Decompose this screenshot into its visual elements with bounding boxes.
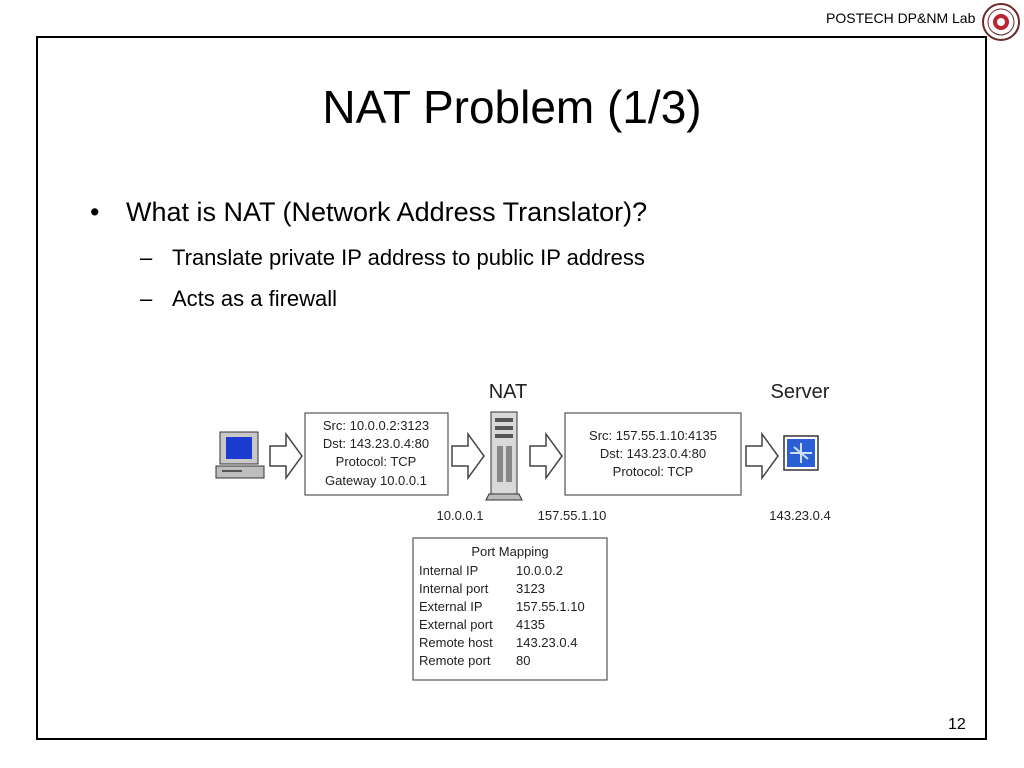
university-seal-icon xyxy=(982,3,1020,41)
nat-label: NAT xyxy=(489,381,528,403)
lab-name: POSTECH DP&NM Lab xyxy=(826,10,976,26)
packet-in-line: Protocol: TCP xyxy=(336,454,417,469)
sub-bullet-text: Acts as a firewall xyxy=(172,286,338,311)
port-mapping-key: External port xyxy=(419,617,493,632)
packet-in-line: Gateway 10.0.0.1 xyxy=(325,473,427,488)
packet-out-line: Src: 157.55.1.10:4135 xyxy=(589,428,717,443)
arrow-icon xyxy=(745,431,779,481)
sub-bullet-text: Translate private IP address to public I… xyxy=(172,245,645,270)
bullet-dot: • xyxy=(90,197,100,227)
port-mapping-value: 157.55.1.10 xyxy=(516,599,585,614)
packet-out-line: Protocol: TCP xyxy=(613,464,694,479)
port-mapping-box xyxy=(412,537,608,681)
server-address: 143.23.0.4 xyxy=(769,508,830,523)
sub-bullet-item: –Acts as a firewall xyxy=(140,286,337,312)
arrow-icon xyxy=(529,431,563,481)
server-icon xyxy=(783,435,819,471)
port-mapping-title: Port Mapping xyxy=(471,544,548,559)
bullet-text: What is NAT (Network Address Translator)… xyxy=(126,197,648,227)
port-mapping-key: External IP xyxy=(419,599,483,614)
external-address: 157.55.1.10 xyxy=(538,508,607,523)
packet-out-line: Dst: 143.23.0.4:80 xyxy=(600,446,706,461)
slide-frame xyxy=(36,36,987,740)
sub-bullet-item: –Translate private IP address to public … xyxy=(140,245,645,271)
port-mapping-value: 3123 xyxy=(516,581,545,596)
page-number: 12 xyxy=(948,716,966,733)
packet-in-line: Dst: 143.23.0.4:80 xyxy=(323,436,429,451)
internal-address: 10.0.0.1 xyxy=(437,508,484,523)
port-mapping-value: 10.0.0.2 xyxy=(516,563,563,578)
port-mapping-value: 143.23.0.4 xyxy=(516,635,577,650)
arrow-icon xyxy=(451,431,485,481)
port-mapping-value: 4135 xyxy=(516,617,545,632)
sub-bullet-dash: – xyxy=(140,286,153,311)
port-mapping-key: Internal IP xyxy=(419,563,478,578)
slide-title: NAT Problem (1/3) xyxy=(322,81,702,133)
computer-icon xyxy=(215,431,265,479)
nat-server-icon xyxy=(485,411,523,501)
server-label: Server xyxy=(771,381,830,403)
packet-in-line: Src: 10.0.0.2:3123 xyxy=(323,418,429,433)
port-mapping-value: 80 xyxy=(516,653,530,668)
sub-bullet-dash: – xyxy=(140,245,153,270)
bullet-item: • What is NAT (Network Address Translator… xyxy=(90,197,647,228)
port-mapping-key: Internal port xyxy=(419,581,489,596)
arrow-icon xyxy=(269,431,303,481)
port-mapping-key: Remote port xyxy=(419,653,491,668)
packet-out-box xyxy=(564,412,742,496)
packet-in-box xyxy=(304,412,449,496)
port-mapping-key: Remote host xyxy=(419,635,493,650)
